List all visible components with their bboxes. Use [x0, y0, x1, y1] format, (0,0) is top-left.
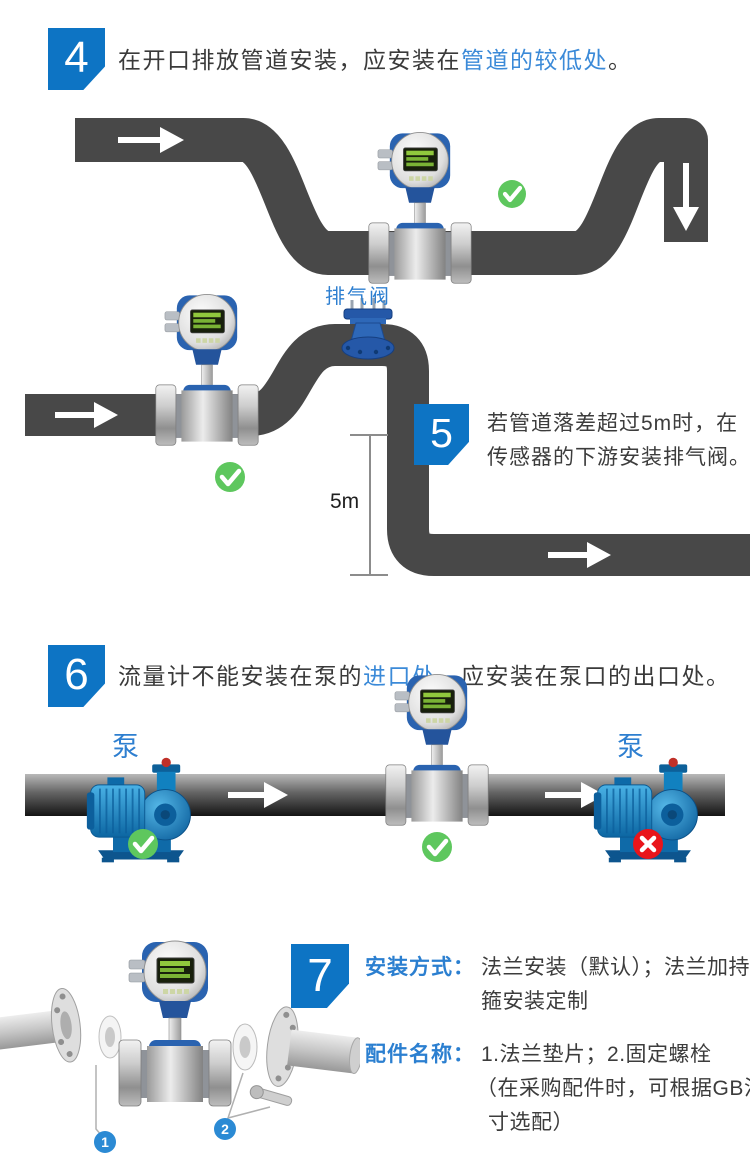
- step-6-title-post: ，应安装在泵口的出口处。: [436, 663, 731, 689]
- install-method-label: 安装方式：: [365, 956, 475, 979]
- step-4-title-pre: 在开口排放管道安装，应安装在: [118, 47, 461, 73]
- check-icon: [498, 180, 526, 208]
- step-4-title-highlight: 管道的较低处: [461, 47, 608, 73]
- install-method-line2: 箍安装定制: [481, 990, 589, 1013]
- step-7-number: 7: [307, 949, 333, 1001]
- install-method-row: 安装方式： 法兰安装（默认）；法兰加持/卡 箍安装定制: [365, 951, 750, 1019]
- step-4-number-badge: 4: [48, 28, 105, 90]
- pump-label-right: 泵: [617, 732, 644, 762]
- valve-label: 排气阀: [325, 286, 391, 308]
- leader-line-1: [95, 1065, 103, 1137]
- accessories-label: 配件名称：: [365, 1043, 475, 1066]
- step-4-diagram: [75, 118, 708, 284]
- flow-direction-arrow-bottom-run: [548, 542, 611, 568]
- flowmeter: [118, 940, 232, 1107]
- step-4-title: 在开口排放管道安装，应安装在管道的较低处。: [118, 41, 633, 75]
- marker-1-number: 1: [101, 1134, 109, 1150]
- step-6-diagram: [25, 673, 725, 863]
- flow-direction-arrow-1: [228, 782, 288, 808]
- flow-direction-arrow-2: [545, 782, 605, 808]
- step-5-text-line1: 若管道落差超过5m时，在: [487, 412, 739, 435]
- check-icon: [215, 462, 245, 492]
- fixing-bolt: [249, 1085, 293, 1106]
- leader-line-2: [226, 1072, 271, 1120]
- flange-gasket-2-hole: [239, 1036, 251, 1058]
- flowmeter: [385, 673, 489, 826]
- step-5-text-line2: 传感器的下游安装排气阀。: [487, 446, 750, 469]
- step-5-number: 5: [430, 410, 453, 456]
- upstream-pipe: [0, 987, 82, 1063]
- flange-gasket-1-hole: [105, 1027, 115, 1047]
- flowmeter: [368, 131, 472, 284]
- flow-direction-arrow-right: [118, 127, 184, 153]
- downstream-pipe: [266, 1006, 360, 1087]
- accessories-line2: （在采购配件时，可根据GB法兰尺: [476, 1077, 750, 1100]
- flow-direction-arrow-left-run: [55, 402, 118, 428]
- check-icon-flowmeter: [422, 832, 452, 862]
- marker-2-badge: 2: [214, 1118, 236, 1140]
- step-5-diagram: [25, 293, 750, 576]
- step-6-title: 流量计不能安装在泵的进口处，应安装在泵口的出口处。: [118, 657, 731, 691]
- pump-label-left: 泵: [112, 732, 139, 762]
- step-4-title-post: 。: [608, 47, 633, 73]
- marker-2-number: 2: [221, 1121, 229, 1137]
- accessories-value: 1.法兰垫片；2.固定螺栓 （在采购配件时，可根据GB法兰尺 寸选配）: [476, 1038, 750, 1140]
- pipe-open-discharge: [75, 118, 708, 275]
- accessories-line3: 寸选配）: [488, 1111, 574, 1134]
- flowmeter: [155, 293, 259, 446]
- air-release-valve: [341, 298, 395, 360]
- check-icon-pump-outlet: [128, 829, 158, 859]
- accessories-line1: 1.法兰垫片；2.固定螺栓: [481, 1043, 712, 1066]
- step-4-number: 4: [64, 33, 89, 82]
- marker-1-badge: 1: [94, 1131, 116, 1153]
- flow-direction-arrow-down: [673, 163, 699, 231]
- accessories-row: 配件名称： 1.法兰垫片；2.固定螺栓 （在采购配件时，可根据GB法兰尺 寸选配…: [365, 1038, 750, 1140]
- cross-icon-pump-inlet: [633, 829, 663, 859]
- step-6-number: 6: [64, 650, 89, 699]
- step-7-exploded-diagram: 1 2: [0, 940, 360, 1153]
- step-5-text: 若管道落差超过5m时，在 传感器的下游安装排气阀。: [487, 407, 750, 475]
- install-method-value: 法兰安装（默认）；法兰加持/卡 箍安装定制: [481, 951, 750, 1019]
- install-method-line1: 法兰安装（默认）；法兰加持/卡: [481, 956, 750, 979]
- dimension-line-5m: [350, 434, 388, 576]
- dimension-label-5m: 5m: [330, 490, 360, 513]
- step-6-title-pre: 流量计不能安装在泵的: [118, 663, 363, 689]
